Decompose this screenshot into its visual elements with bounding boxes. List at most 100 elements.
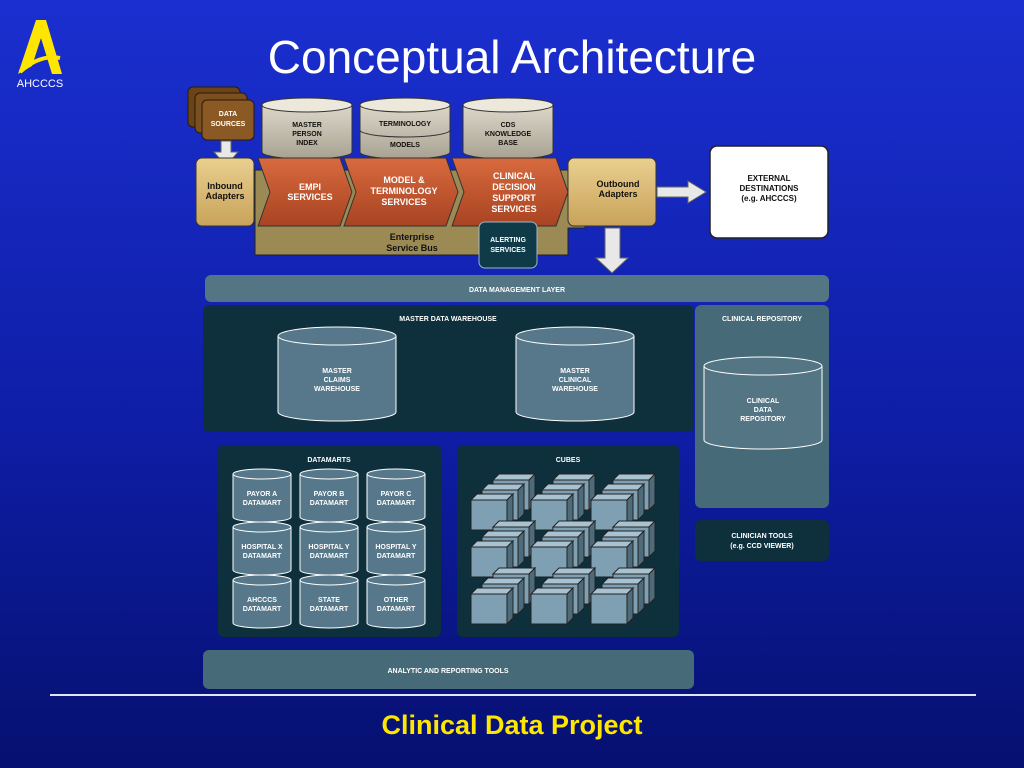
datamart-cylinder: PAYOR C DATAMART — [366, 468, 426, 523]
external-destinations: EXTERNAL DESTINATIONS (e.g. AHCCCS) — [709, 145, 829, 239]
slide-title: Conceptual Architecture — [267, 31, 757, 83]
clinician-tools-label-1: CLINICIAN TOOLS — [731, 533, 793, 540]
slide-footer: Clinical Data Project — [381, 710, 643, 740]
mts-label-3: SERVICES — [381, 197, 426, 207]
cube — [589, 586, 635, 626]
datamart-label: DATAMART — [310, 500, 349, 507]
datamart-label: PAYOR C — [381, 491, 412, 498]
clinical-repo-title: CLINICAL REPOSITORY — [722, 316, 802, 323]
datamart-label: DATAMART — [377, 500, 416, 507]
cds-label-1: CDS — [501, 122, 516, 129]
inbound-label-2: Adapters — [205, 191, 244, 201]
empi-label-2: SERVICES — [287, 192, 332, 202]
cdss-label-1: CLINICAL — [493, 171, 535, 181]
cdr-label-3: REPOSITORY — [740, 416, 786, 423]
arrow-outbound-dml — [594, 227, 630, 274]
datamart-cylinder: HOSPITAL X DATAMART — [232, 521, 292, 576]
datamart-label: STATE — [318, 597, 340, 604]
clinical-wh-label-3: WAREHOUSE — [552, 386, 598, 393]
cds-label-2: KNOWLEDGE — [485, 131, 532, 138]
footer-divider — [50, 694, 976, 696]
datamart-label: PAYOR B — [314, 491, 345, 498]
external-label-2: DESTINATIONS — [740, 184, 800, 193]
architecture-diagram: Enterprise Service Bus DATA SOURCES MAST… — [187, 86, 829, 689]
cube — [529, 586, 575, 626]
datamart-label: DATAMART — [310, 606, 349, 613]
terminology-models-cylinder: TERMINOLOGY MODELS — [359, 97, 451, 160]
datamart-label: PAYOR A — [247, 491, 277, 498]
analytic-reporting-tools: ANALYTIC AND REPORTING TOOLS — [203, 650, 694, 689]
arrow-outbound-external — [656, 180, 707, 204]
clinical-decision-support-services: CLINICAL DECISION SUPPORT SERVICES — [451, 157, 569, 227]
master-person-index-cylinder: MASTER PERSON INDEX — [261, 97, 353, 160]
cds-label-3: BASE — [498, 140, 518, 147]
datamart-cylinder: PAYOR B DATAMART — [299, 468, 359, 523]
mts-label-1: MODEL & — [383, 175, 425, 185]
datamart-label: DATAMART — [377, 606, 416, 613]
alerting-services: ALERTING SERVICES — [478, 221, 538, 269]
datamart-label: DATAMART — [243, 500, 282, 507]
datamart-label: HOSPITAL X — [241, 544, 283, 551]
datamart-label: DATAMART — [243, 606, 282, 613]
data-management-layer: DATA MANAGEMENT LAYER — [205, 275, 829, 302]
clinical-wh-label-1: MASTER — [560, 368, 590, 375]
clinician-tools-label-2: (e.g. CCD VIEWER) — [730, 543, 793, 550]
datamart-label: DATAMART — [310, 553, 349, 560]
datamart-cylinder: OTHER DATAMART — [366, 574, 426, 629]
cdr-label-2: DATA — [754, 407, 772, 414]
datamart-label: HOSPITAL Y — [308, 544, 350, 551]
clinical-data-repository-cylinder: CLINICAL DATA REPOSITORY — [703, 356, 823, 450]
inbound-label-1: Inbound — [207, 181, 243, 191]
cdss-label-3: SUPPORT — [492, 193, 536, 203]
outbound-adapters: Outbound Adapters — [567, 157, 657, 227]
alerting-label-1: ALERTING — [490, 237, 526, 244]
datamart-cylinder: PAYOR A DATAMART — [232, 468, 292, 523]
mpi-label-3: INDEX — [296, 140, 318, 147]
empi-services: EMPI SERVICES — [257, 157, 353, 227]
outbound-label-2: Adapters — [598, 189, 637, 199]
inbound-adapters: Inbound Adapters — [195, 157, 255, 227]
dml-label: DATA MANAGEMENT LAYER — [469, 287, 565, 294]
datamart-cylinder: HOSPITAL Y DATAMART — [299, 521, 359, 576]
esb-label-2: Service Bus — [386, 243, 438, 253]
outbound-label-1: Outbound — [597, 179, 640, 189]
cubes-panel: CUBES — [457, 445, 679, 637]
claims-label-1: MASTER — [322, 368, 352, 375]
datamart-label: HOSPITAL Y — [375, 544, 417, 551]
mpi-label-1: MASTER — [292, 122, 322, 129]
clinician-tools: CLINICIAN TOOLS (e.g. CCD VIEWER) — [695, 520, 829, 561]
datamart-cylinder: AHCCCS DATAMART — [232, 574, 292, 629]
clinical-wh-label-2: CLINICAL — [559, 377, 592, 384]
master-claims-warehouse-cylinder: MASTER CLAIMS WAREHOUSE — [277, 326, 397, 422]
terminology-label: TERMINOLOGY — [379, 121, 431, 128]
cubes-title: CUBES — [556, 457, 581, 464]
data-sources: DATA SOURCES — [187, 86, 255, 141]
logo-text: AHCCCS — [16, 78, 64, 90]
claims-label-3: WAREHOUSE — [314, 386, 360, 393]
datamart-label: OTHER — [384, 597, 409, 604]
model-terminology-services: MODEL & TERMINOLOGY SERVICES — [343, 157, 459, 227]
datamart-cylinder: HOSPITAL Y DATAMART — [366, 521, 426, 576]
datamarts-title: DATAMARTS — [307, 457, 351, 464]
empi-label-1: EMPI — [299, 182, 321, 192]
cube — [469, 586, 515, 626]
data-sources-label-1: DATA — [219, 111, 237, 118]
datamarts-panel: DATAMARTS PAYOR A DATAMART PAYOR B DATAMART… — [218, 445, 441, 637]
master-clinical-warehouse-cylinder: MASTER CLINICAL WAREHOUSE — [515, 326, 635, 422]
data-sources-label-2: SOURCES — [211, 121, 246, 128]
datamart-label: DATAMART — [377, 553, 416, 560]
datamart-cylinder: STATE DATAMART — [299, 574, 359, 629]
analytic-label: ANALYTIC AND REPORTING TOOLS — [387, 668, 508, 675]
datamart-label: DATAMART — [243, 553, 282, 560]
mts-label-2: TERMINOLOGY — [371, 186, 438, 196]
external-label-3: (e.g. AHCCCS) — [741, 194, 797, 203]
claims-label-2: CLAIMS — [324, 377, 351, 384]
datamart-label: AHCCCS — [247, 597, 277, 604]
models-label: MODELS — [390, 142, 420, 149]
ahcccs-logo — [18, 20, 62, 74]
cdr-label-1: CLINICAL — [747, 398, 780, 405]
cdss-label-4: SERVICES — [491, 204, 536, 214]
esb-label-1: Enterprise — [390, 232, 435, 242]
mpi-label-2: PERSON — [292, 131, 322, 138]
alerting-label-2: SERVICES — [490, 247, 526, 254]
